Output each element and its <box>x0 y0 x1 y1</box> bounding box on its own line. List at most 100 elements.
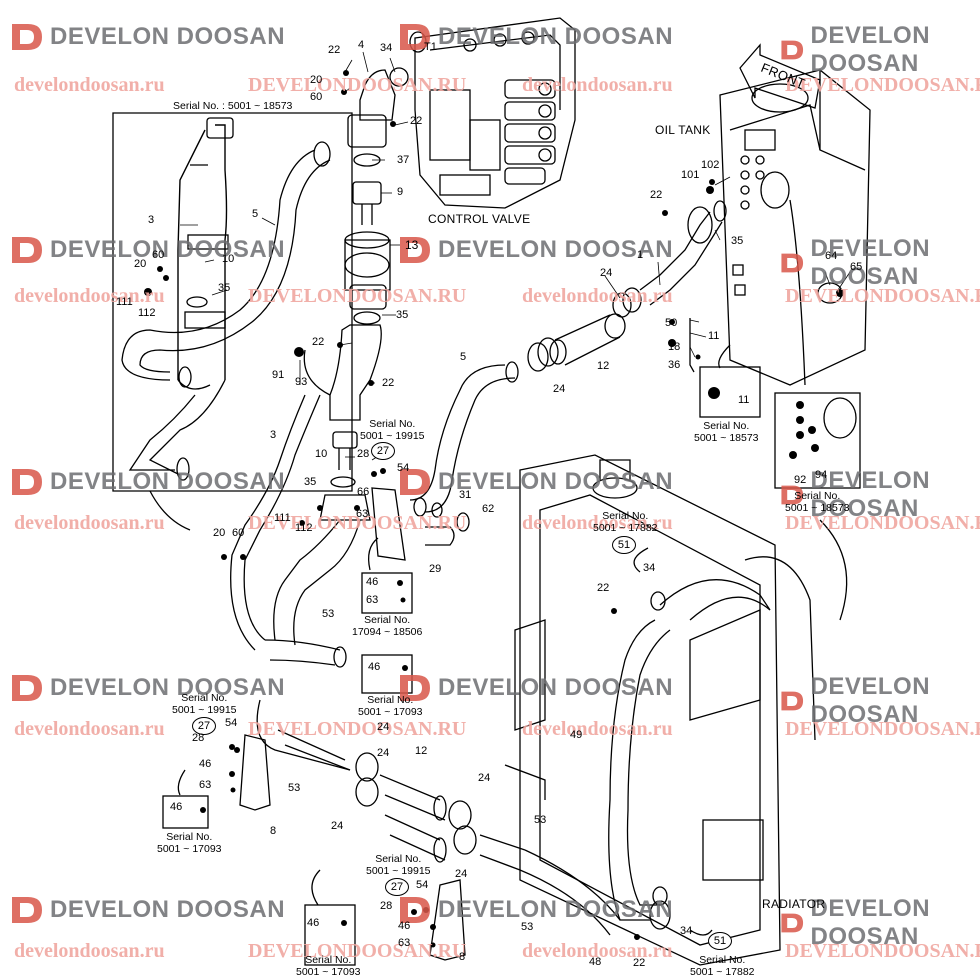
watermark-brand: DEVELON DOOSAN <box>50 23 286 50</box>
part-label: 46 <box>366 576 379 588</box>
serial-line: 5001 ~ 18573 <box>785 502 850 514</box>
part-label: 112 <box>138 307 156 319</box>
serial-line: Serial No. <box>369 418 416 430</box>
watermark-url: develondoosan.ru <box>14 940 165 962</box>
part-label: 28 <box>192 732 205 744</box>
serial-line: 5001 ~ 17093 <box>157 843 222 855</box>
watermark-logo-2: DEVELON DOOSAN <box>398 22 673 52</box>
part-label: 50 <box>665 317 678 329</box>
watermark-brand: DEVELON DOOSAN <box>50 236 286 263</box>
o-rings <box>186 67 857 906</box>
watermark-logo-1: DEVELON DOOSAN <box>10 22 285 52</box>
develon-logo-icon <box>781 485 804 505</box>
watermark-url: DEVELONDOOSAN.RU <box>248 512 467 534</box>
watermark-url: DEVELONDOOSAN.RU <box>248 940 467 962</box>
bracket-66 <box>371 487 406 561</box>
watermark-url: DEVELONDOOSAN.RU <box>248 718 467 740</box>
u-bolt-29 <box>425 526 455 546</box>
detail-hose-5 <box>121 141 331 481</box>
part-label: 64 <box>825 250 838 262</box>
serial-line: Serial No. <box>703 420 750 432</box>
watermark-logo-14: DEVELON DOOSAN <box>398 895 673 925</box>
serial-19915-c: Serial No. 5001 ~ 19915 <box>366 853 431 877</box>
part-label: 10 <box>315 448 328 460</box>
lower-tubes-12 <box>355 752 477 863</box>
develon-logo-icon <box>400 675 430 701</box>
part-label: 93 <box>295 376 308 388</box>
serial-line: Serial No. <box>699 954 746 966</box>
part-label: 22 <box>382 377 395 389</box>
part-label: 62 <box>482 503 495 515</box>
callout-arrow-5 <box>689 929 713 936</box>
develon-logo-icon <box>12 24 42 50</box>
watermark-brand: DEVELON DOOSAN <box>438 896 674 923</box>
part-label: 22 <box>597 582 610 594</box>
front-arrow <box>739 43 821 109</box>
part-label: 24 <box>377 747 390 759</box>
circled-part-27: 27 <box>192 717 216 735</box>
port-label-t1: T1 <box>424 41 437 53</box>
serial-line: 5001 ~ 17093 <box>296 966 361 978</box>
part-label: 5 <box>252 208 259 220</box>
part-label: 112 <box>295 522 313 534</box>
part-label: 8 <box>459 951 466 963</box>
part-label: 60 <box>232 527 245 539</box>
serial-19915-b: Serial No. 5001 ~ 19915 <box>172 692 237 716</box>
watermark-logo-5: DEVELON DOOSAN <box>398 235 673 265</box>
circled-part-27: 27 <box>371 442 395 460</box>
serial-line: 5001 ~ 17093 <box>358 706 423 718</box>
serial-line: 17094 ~ 18506 <box>352 626 423 638</box>
watermark-brand: DEVELON DOOSAN <box>810 467 931 522</box>
part-label: 34 <box>680 925 693 937</box>
part-label: 20 <box>310 74 323 86</box>
part-label: 10 <box>222 253 235 265</box>
watermark-brand: DEVELON DOOSAN <box>438 468 674 495</box>
watermark-brand: DEVELON DOOSAN <box>810 22 931 77</box>
part-label: 35 <box>731 235 744 247</box>
part-label: 53 <box>322 608 335 620</box>
develon-logo-icon <box>12 897 42 923</box>
serial-17093-b: Serial No. 5001 ~ 17093 <box>157 831 222 855</box>
watermark-brand: DEVELON DOOSAN <box>810 895 931 950</box>
inset-box-11 <box>699 366 761 418</box>
callout-arrow-4 <box>633 547 649 573</box>
part-label: 20 <box>213 527 226 539</box>
part-label: 65 <box>850 261 863 273</box>
watermark-url: develondoosan.ru <box>522 285 673 307</box>
serial-17882-a: Serial No. 5001 ~ 17882 <box>593 510 658 534</box>
callout-arrow-6 <box>311 869 321 906</box>
part-label: 101 <box>681 169 700 181</box>
serial-line: Serial No. <box>305 954 352 966</box>
watermark-url: develondoosan.ru <box>522 940 673 962</box>
watermark-logo-4: DEVELON DOOSAN <box>10 235 285 265</box>
watermark-logo-9: DEVELON DOOSAN <box>780 467 980 523</box>
develon-logo-icon <box>400 469 430 495</box>
part-label: 4 <box>358 39 365 51</box>
watermark-logo-10: DEVELON DOOSAN <box>10 673 285 703</box>
watermark-url: DEVELONDOOSAN.RU <box>785 940 980 962</box>
callout-arrow-3 <box>718 344 731 369</box>
left-lower-pipes <box>256 639 621 936</box>
watermark-logo-3: DEVELON DOOSAN <box>780 22 980 78</box>
inset-box-17093-b <box>162 795 209 829</box>
part-label: 1 <box>637 249 644 261</box>
radiator-body <box>504 454 848 966</box>
part-label: 24 <box>478 772 491 784</box>
part-label: 37 <box>397 154 410 166</box>
develon-logo-icon <box>12 675 42 701</box>
upper-tube-12 <box>527 206 723 372</box>
callout-arrow-2 <box>177 769 186 796</box>
part-label: 13 <box>405 238 419 252</box>
watermark-url: develondoosan.ru <box>522 512 673 534</box>
hose-5-long <box>409 361 519 517</box>
sensor-11 <box>689 318 695 373</box>
part-label: 46 <box>170 801 183 813</box>
watermark-url: develondoosan.ru <box>522 718 673 740</box>
watermark-brand: DEVELON DOOSAN <box>50 896 286 923</box>
serial-line: Serial No. <box>367 694 414 706</box>
part-label: 31 <box>459 489 472 501</box>
serial-line: Serial No. <box>602 510 649 522</box>
caption-control-valve: CONTROL VALVE <box>428 212 531 226</box>
